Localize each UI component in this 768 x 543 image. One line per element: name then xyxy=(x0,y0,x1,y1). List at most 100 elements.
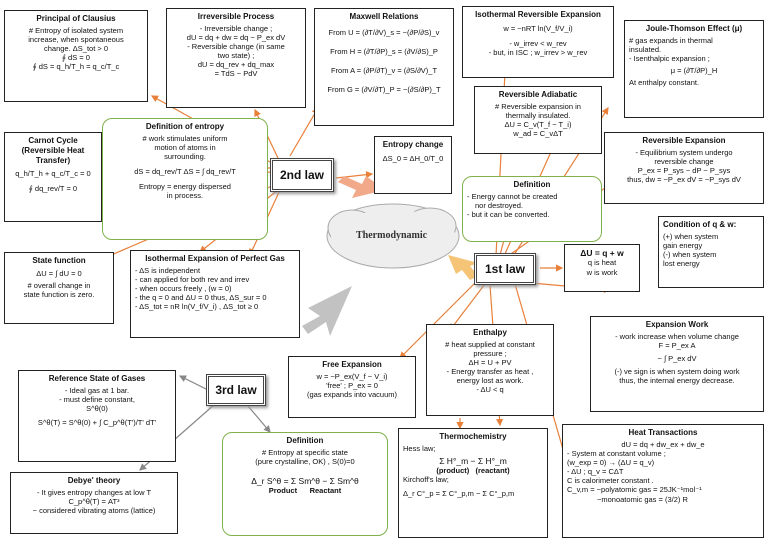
rev-expansion-title: Reversible Expansion xyxy=(642,136,726,145)
third-law-box: 3rd law xyxy=(206,374,266,406)
first-law-label: 1st law xyxy=(484,262,526,276)
maxwell-line: From U = (∂T/∂V)_s = −(∂P/∂S)_v xyxy=(328,27,440,37)
thermochemistry-line: Kirchoff's law; xyxy=(403,475,449,485)
irreversible-line: two state) ; xyxy=(217,51,255,61)
enthalpy-line: - ΔU < q xyxy=(476,385,504,395)
expansion-work-line: (-) ve sign is when system doing work xyxy=(614,367,740,377)
arrow-to-third-law xyxy=(302,286,352,336)
expansion-work-title: Expansion Work xyxy=(645,320,709,329)
definition-third-line: Δ_r S^θ = Σ Sm^θ − Σ Sm^θ xyxy=(251,476,359,487)
first-law-equation-line: ΔU = q + w xyxy=(580,248,624,258)
maxwell-title: Maxwell Relations xyxy=(349,12,419,21)
state-function-line: ΔU = ∫ dU = 0 xyxy=(36,268,82,278)
maxwell-box: Maxwell Relations From U = (∂T/∂V)_s = −… xyxy=(314,8,454,126)
rev-expansion-line: P_ex = P_sys − dP ~ P_sys xyxy=(637,166,731,176)
state-function-line: state function is zero. xyxy=(23,290,95,300)
def-entropy-line: surrounding. xyxy=(164,152,206,162)
adiabatic-line: w_ad = C_vΔT xyxy=(513,129,563,139)
joule-thomson-line: At enthalpy constant. xyxy=(629,78,700,88)
rev-expansion-line: - Equilibrium system undergo xyxy=(635,147,733,157)
carnot-title: Carnot Cycle (Reversible Heat Transfer) xyxy=(21,136,85,165)
iso-perfect-gas-line: - ΔS is independent xyxy=(135,265,201,275)
reference-state-line: - must define constant, xyxy=(59,394,135,404)
irreversible-line: dU = dq + dw = dq − P_ex dV xyxy=(186,32,286,42)
thermochemistry-line: Δ_r C°_p = Σ C°_p,m − Σ C°_p,m xyxy=(403,488,515,498)
thermochemistry-box: Thermochemistry Hess law; Σ H°_m − Σ H°_… xyxy=(398,428,548,538)
enthalpy-line: - Energy transfer as heat , xyxy=(446,367,534,377)
iso-perfect-gas-title: Isothermal Expansion of Perfect Gas xyxy=(145,254,285,263)
heat-transactions-line: - ΔU ; q_v = CΔT xyxy=(567,467,624,477)
enthalpy-title: Enthalpy xyxy=(473,328,507,337)
expansion-work-box: Expansion Work - work increase when volu… xyxy=(590,316,764,412)
definition-third-line: Product Reactant xyxy=(268,486,342,496)
isothermal-rev-box: Isothermal Reversible Expansion w = −nRT… xyxy=(462,6,614,78)
joule-thomson-line: insulated. xyxy=(629,44,662,54)
def-entropy-box: Definition of entropy # work stimulates … xyxy=(102,118,268,240)
center-label: Thermodynamic xyxy=(356,230,428,241)
clausius-line: ∮ dS = q_h/T_h = q_c/T_c xyxy=(32,62,120,72)
adiabatic-line: thermally insulated. xyxy=(505,110,571,120)
debye-box: Debye' theory - It gives entropy changes… xyxy=(10,472,178,534)
reference-state-line: S^θ(0) xyxy=(86,404,108,414)
isothermal-rev-line: - but, in ISC ; w_irrev > w_rev xyxy=(488,48,588,58)
free-expansion-line: 'free' ; P_ex = 0 xyxy=(326,380,378,390)
joule-thomson-line: - Isenthalpic expansion ; xyxy=(629,54,710,64)
maxwell-line: From H = (∂T/∂P)_s = (∂V/∂S)_P xyxy=(330,46,438,56)
debye-title: Debye' theory xyxy=(67,476,121,485)
joule-thomson-line: # gas expands in thermal xyxy=(629,35,713,45)
definition-third-line: (pure crystalline, OK) , S(0)=0 xyxy=(255,456,355,466)
definition-first-box: Definition - Energy cannot be created no… xyxy=(462,176,602,242)
carnot-line: ∮ dq_rev/T = 0 xyxy=(28,184,78,194)
heat-transactions-line: C is calorimeter constant . xyxy=(567,476,654,486)
definition-third-box: Definition # Entropy at specific state (… xyxy=(222,432,388,536)
rev-expansion-line: reversible change xyxy=(654,156,714,166)
condition-line: (-) when system xyxy=(663,250,717,260)
iso-perfect-gas-line: - the q = 0 and ΔU = 0 thus, ΔS_sur = 0 xyxy=(135,293,267,303)
irreversible-line: - Reversible change (in same xyxy=(187,42,285,52)
irreversible-title: Irreversible Process xyxy=(197,12,275,21)
irreversible-line: = TdS − PdV xyxy=(214,69,258,79)
def-entropy-line: Entropy = energy dispersed xyxy=(139,182,231,192)
condition-title: Condition of q & w: xyxy=(663,220,737,229)
definition-first-line: - Energy cannot be created xyxy=(467,191,558,201)
thermochemistry-line: (product) (reactant) xyxy=(436,466,510,476)
adiabatic-line: # Reversible expansion in xyxy=(495,101,581,111)
debye-line: − considered vibrating atoms (lattice) xyxy=(32,506,156,516)
second-law-label: 2nd law xyxy=(279,168,324,182)
heat-transactions-line: - System at constant volume ; xyxy=(567,448,666,458)
entropy-change-title: Entropy change xyxy=(382,140,444,149)
isothermal-rev-line: w = −nRT ln(V_f/V_i) xyxy=(503,23,573,33)
iso-perfect-gas-line: - ΔS_tot = nR ln(V_f/V_i) , ΔS_tot ≥ 0 xyxy=(135,302,259,312)
free-expansion-box: Free Expansion w = −P_ex(V_f − V_i) 'fre… xyxy=(288,356,416,418)
third-law-label: 3rd law xyxy=(215,383,257,397)
carnot-line: q_h/T_h + q_c/T_c = 0 xyxy=(15,169,91,179)
carnot-box: Carnot Cycle (Reversible Heat Transfer) … xyxy=(4,132,102,222)
reference-state-line: S^θ(T) = S^θ(0) + ∫ C_p^θ(T')/T' dT' xyxy=(37,418,157,428)
clausius-title: Principal of Clausius xyxy=(36,14,116,23)
thermochemistry-line: Σ H°_m − Σ H°_m xyxy=(439,455,507,466)
condition-line: lost energy xyxy=(663,259,700,269)
enthalpy-line: energy lost as work. xyxy=(456,376,524,386)
definition-third-title: Definition xyxy=(286,436,324,445)
reference-state-box: Reference State of Gases - Ideal gas at … xyxy=(18,370,176,462)
first-law-box: 1st law xyxy=(474,253,536,285)
definition-first-title: Definition xyxy=(513,180,551,189)
definition-first-line: - but it can be converted. xyxy=(467,210,550,220)
state-function-line: # overall change in xyxy=(27,280,91,290)
condition-line: gain energy xyxy=(663,240,703,250)
enthalpy-line: # heat supplied at constant xyxy=(445,339,535,349)
clausius-line: # Entropy of isolated system xyxy=(28,25,124,35)
expansion-work-line: - work increase when volume change xyxy=(615,331,739,341)
adiabatic-box: Reversible Adiabatic # Reversible expans… xyxy=(474,86,602,154)
state-function-box: State function ΔU = ∫ dU = 0 # overall c… xyxy=(4,252,114,324)
debye-line: - It gives entropy changes at low T xyxy=(36,487,152,497)
def-entropy-line: dS = dq_rev/T ΔS = ∫ dq_rev/T xyxy=(134,167,236,177)
entropy-change-box: Entropy change ΔS_0 = ΔH_0/T_0 xyxy=(374,136,452,194)
rev-expansion-line: thus, dw = −P_ex dV = −P_sys dV xyxy=(627,175,741,185)
state-function-title: State function xyxy=(32,256,86,265)
thermochemistry-line: Hess law; xyxy=(403,443,436,453)
joule-thomson-title: Joule-Thomson Effect (μ) xyxy=(645,24,743,33)
free-expansion-title: Free Expansion xyxy=(322,360,382,369)
definition-third-line: # Entropy at specific state xyxy=(262,447,348,457)
enthalpy-line: pressure ; xyxy=(473,348,507,358)
